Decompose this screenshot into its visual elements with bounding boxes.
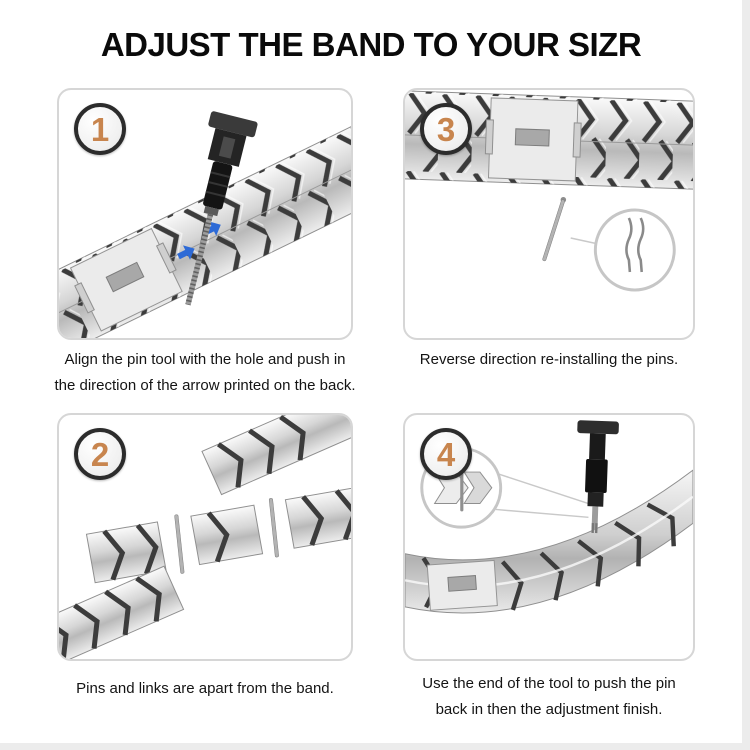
band-clasp xyxy=(426,559,498,611)
step1-caption-line1: Align the pin tool with the hole and pus… xyxy=(64,351,346,368)
step4-caption-line1: Use the end of the tool to push the pin xyxy=(422,675,676,692)
step-panel-1: 1 xyxy=(57,88,353,340)
step4-caption: Use the end of the tool to push the pin … xyxy=(398,671,700,724)
magnifier-circle xyxy=(593,208,676,292)
step4-push-pin-back-illustration xyxy=(405,420,693,614)
separated-links-and-pins xyxy=(85,484,351,584)
step2-pins-and-links-apart-illustration xyxy=(59,415,351,659)
magnified-link-and-pin xyxy=(433,464,493,512)
step-panel-2: 2 xyxy=(57,413,353,661)
pin-removal-tool xyxy=(185,111,258,306)
step-number-badge-4: 4 xyxy=(420,428,472,480)
step1-caption-line2: the direction of the arrow printed on th… xyxy=(54,377,356,395)
band-clasp xyxy=(484,97,582,182)
step-number-2: 2 xyxy=(90,435,110,473)
spring-pin xyxy=(542,196,567,262)
step-number-3: 3 xyxy=(436,110,456,148)
band-clasp xyxy=(69,227,183,332)
pin-push-tool xyxy=(577,420,619,534)
step1-caption: Align the pin tool with the hole and pus… xyxy=(50,347,360,400)
step2-caption-line1: Pins and links are apart from the band. xyxy=(76,680,334,697)
step1-band-with-pin-tool-illustration xyxy=(59,102,351,338)
magnifier-leader-line xyxy=(570,237,599,245)
watch-band xyxy=(405,90,693,190)
step3-reinstall-pins-illustration xyxy=(405,90,693,292)
step-number-1: 1 xyxy=(90,110,110,148)
loose-pin-1 xyxy=(174,514,185,574)
image-edge-bottom xyxy=(0,743,750,750)
band-segment-bottom xyxy=(59,565,185,659)
magnified-pins xyxy=(625,217,645,273)
magnifier-leader-line-bottom xyxy=(495,508,589,519)
step3-caption: Reverse direction re-installing the pins… xyxy=(398,347,700,373)
step-number-4: 4 xyxy=(436,435,456,473)
step3-caption-line1: Reverse direction re-installing the pins… xyxy=(419,351,679,368)
step-panel-4: 4 xyxy=(403,413,695,661)
page-title: ADJUST THE BAND TO YOUR SIZR xyxy=(100,26,642,63)
step-number-badge-2: 2 xyxy=(74,428,126,480)
step-number-badge-3: 3 xyxy=(420,103,472,155)
loose-pin-2 xyxy=(268,498,279,558)
magnifier-leader-line-top xyxy=(498,473,589,505)
step-number-badge-1: 1 xyxy=(74,103,126,155)
band-segment-top xyxy=(201,415,351,496)
step4-caption-line2: back in then the adjustment finish. xyxy=(435,701,663,719)
step-panel-3: 3 xyxy=(403,88,695,340)
step2-caption: Pins and links are apart from the band. xyxy=(50,676,360,702)
image-edge-right xyxy=(742,0,750,750)
